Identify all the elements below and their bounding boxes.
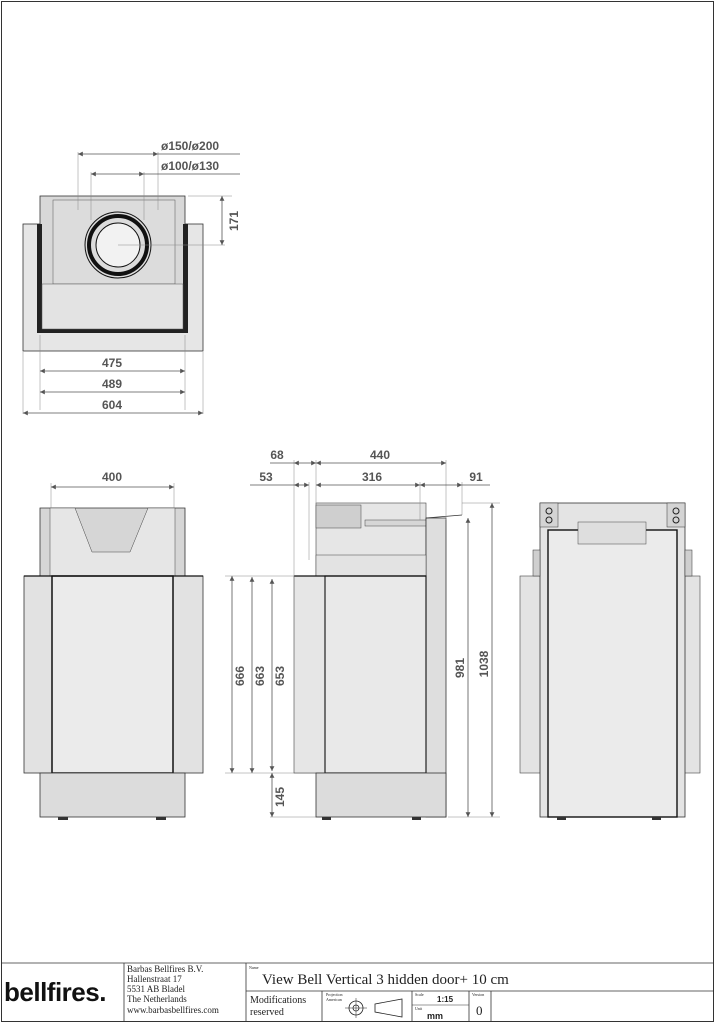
modifications-line-1: Modifications [250, 995, 306, 1006]
projection-label-2: American [326, 997, 342, 1002]
name-label: Name [249, 965, 259, 970]
dim-440: 440 [370, 448, 390, 462]
modifications-line-2: reserved [250, 1007, 284, 1018]
scale-value: 1:15 [437, 995, 454, 1004]
unit-label: Unit [415, 1006, 423, 1011]
dim-53: 53 [259, 470, 273, 484]
unit-value: mm [427, 1011, 443, 1021]
dim-663: 663 [253, 666, 267, 686]
dim-489: 489 [102, 377, 122, 391]
side-view: 666 663 653 145 68 440 53 316 [225, 448, 500, 820]
company-line-1: Barbas Bellfires B.V. [127, 964, 203, 974]
company-line-5: www.barbasbellfires.com [127, 1005, 219, 1015]
dim-400: 400 [102, 470, 122, 484]
scale-label: Scale [415, 992, 424, 997]
dim-666: 666 [233, 666, 247, 686]
front-view: 400 [23, 470, 204, 820]
dim-981: 981 [453, 658, 467, 678]
drawing-title: View Bell Vertical 3 hidden door+ 10 cm [262, 972, 509, 988]
title-block: bellfires. Barbas Bellfires B.V. Hallens… [2, 962, 714, 1021]
version-label: Version [472, 992, 484, 997]
company-line-3: 5531 AB Bladel [127, 984, 185, 994]
dim-145: 145 [273, 787, 287, 807]
dim-91: 91 [469, 470, 483, 484]
projection-label-1: Projection [326, 992, 342, 997]
dim-1038: 1038 [477, 650, 491, 677]
company-line-2: Hallenstraat 17 [127, 974, 182, 984]
rear-view [519, 502, 701, 820]
dim-653: 653 [273, 666, 287, 686]
bellfires-logo: bellfires. [4, 977, 106, 1007]
company-line-4: The Netherlands [127, 994, 187, 1004]
projection-symbol-icon [345, 998, 403, 1018]
dim-flue-outer: ø150/ø200 [161, 139, 219, 153]
dim-316: 316 [362, 470, 382, 484]
dim-flue-inner: ø100/ø130 [161, 159, 219, 173]
dim-604: 604 [102, 398, 122, 412]
version-value: 0 [476, 1003, 483, 1018]
dim-475: 475 [102, 356, 122, 370]
dim-68: 68 [270, 448, 284, 462]
top-view: ø150/ø200 ø100/ø130 171 475 489 604 [22, 139, 241, 416]
dim-171: 171 [227, 211, 241, 231]
